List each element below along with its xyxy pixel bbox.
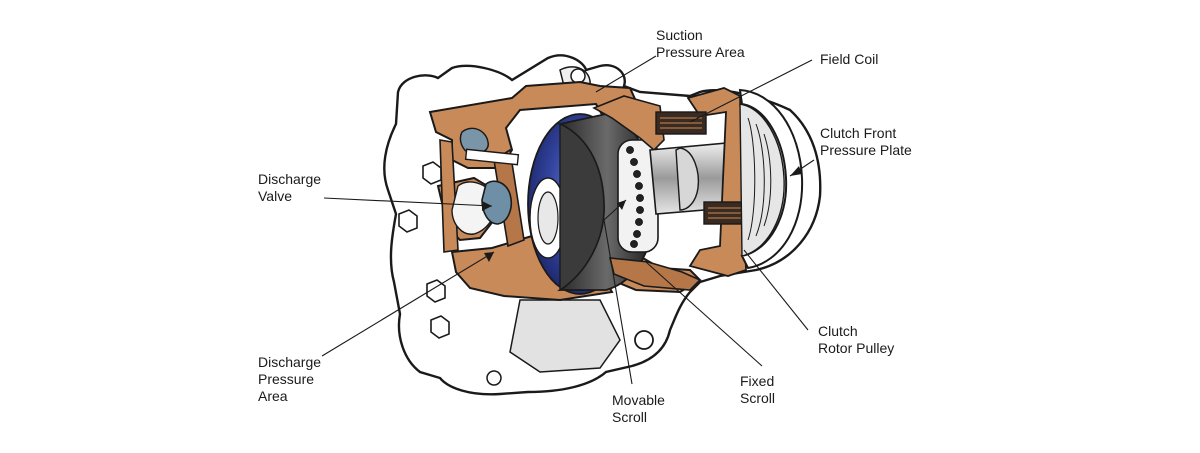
bolt-head	[426, 279, 446, 303]
label-field-coil: Field Coil	[820, 51, 878, 68]
label-line: Pressure	[258, 371, 315, 387]
leader-movable-scroll	[603, 219, 633, 385]
copper-wall	[439, 139, 459, 253]
leader-clutch-rotor	[743, 249, 809, 331]
housing-mount-hole	[570, 68, 586, 84]
fixed-scroll-lower	[608, 257, 702, 291]
clutch-front-plate	[738, 88, 804, 270]
bearing	[617, 139, 659, 253]
leader-fixed-scroll	[645, 261, 763, 367]
label-line: Pressure Area	[656, 44, 745, 60]
leader-lines	[321, 55, 815, 385]
label-fixed-scroll: Fixed Scroll	[740, 373, 775, 407]
housing-mount-hole	[486, 370, 502, 386]
leader-field-coil	[689, 59, 813, 123]
clutch-rotor-pulley	[686, 87, 747, 277]
bolt-head	[422, 161, 442, 185]
label-line: Suction	[656, 27, 703, 43]
label-clutch-front-pressure-plate: Clutch Front Pressure Plate	[820, 125, 912, 159]
leader-suction	[595, 55, 657, 93]
label-line: Clutch	[818, 323, 858, 339]
bolt-head	[430, 315, 450, 339]
movable-scroll-face	[559, 122, 605, 292]
label-line: Field Coil	[820, 51, 879, 67]
arrowhead	[484, 252, 494, 262]
bearing-balls	[626, 146, 644, 248]
arrowhead	[790, 166, 802, 176]
label-discharge-pressure-area: Discharge Pressure Area	[258, 354, 321, 405]
label-discharge-valve: Discharge Valve	[258, 171, 321, 205]
label-clutch-rotor-pulley: Clutch Rotor Pulley	[818, 323, 894, 357]
fixed-scroll-plate	[592, 95, 665, 152]
shaft-collar	[675, 147, 700, 211]
label-line: Movable	[612, 392, 665, 408]
clutch-plate-ribs	[747, 117, 772, 241]
arrowhead	[617, 200, 626, 210]
clutch-front-plate-face	[739, 103, 785, 257]
label-line: Scroll	[612, 409, 648, 425]
label-line: Fixed	[740, 373, 775, 389]
label-line: Area	[258, 388, 288, 404]
discharge-valve-part	[481, 180, 513, 225]
leader-discharge-valve	[323, 197, 493, 207]
label-line: Rotor Pulley	[818, 340, 895, 356]
leader-discharge-area	[321, 251, 495, 357]
bolt-head	[398, 209, 418, 233]
scroll-bore-inner	[537, 191, 559, 245]
copper-cutaway	[428, 80, 702, 302]
label-line: Valve	[258, 188, 292, 204]
label-line: Pressure Plate	[820, 142, 912, 158]
label-line: Clutch Front	[820, 125, 897, 141]
arrowhead	[482, 201, 492, 211]
field-coil	[655, 111, 751, 225]
leader-arrowheads	[482, 166, 802, 262]
label-movable-scroll: Movable Scroll	[612, 392, 665, 426]
coil-windings	[660, 117, 746, 219]
discharge-bolt	[464, 148, 520, 166]
label-line: Discharge	[258, 354, 322, 370]
label-line: Discharge	[258, 171, 322, 187]
housing-shading	[509, 299, 621, 373]
housing-bolts	[398, 161, 450, 339]
label-suction-pressure-area: Suction Pressure Area	[656, 27, 745, 61]
housing-mount-hole	[634, 330, 654, 350]
label-line: Scroll	[740, 390, 776, 406]
